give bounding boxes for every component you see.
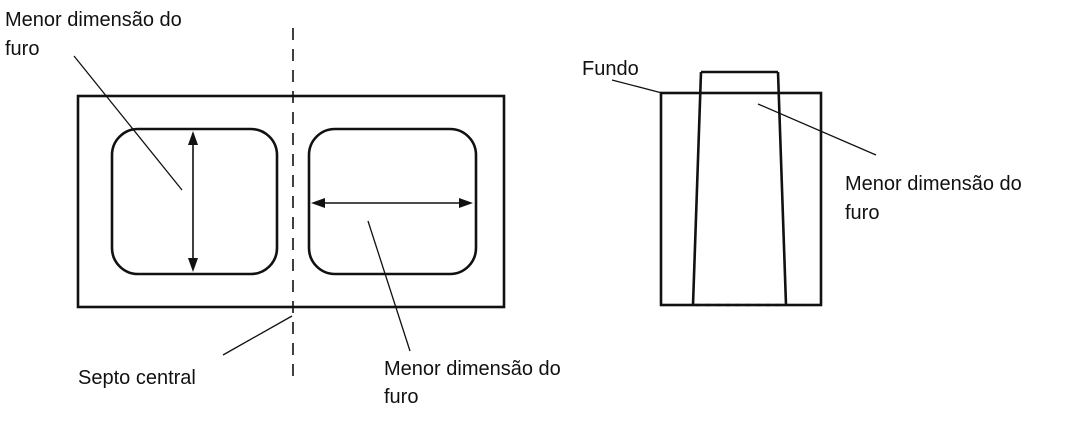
label-right-line1: Menor dimensão do xyxy=(845,173,1022,195)
front-view xyxy=(76,28,506,384)
right-hole xyxy=(307,127,478,276)
leader-top-left xyxy=(73,55,183,191)
label-bottom-line1: Menor dimensão do xyxy=(384,358,561,380)
label-top-left-line1: Menor dimensão do xyxy=(5,9,182,31)
leader-septo xyxy=(222,315,293,356)
side-view xyxy=(659,70,823,307)
left-hole xyxy=(110,127,279,276)
label-bottom-line2: furo xyxy=(384,386,418,408)
leader-bottom xyxy=(367,220,411,352)
right-hole-dimension-arrow xyxy=(311,198,473,208)
label-septo: Septo central xyxy=(78,367,196,389)
leader-fundo xyxy=(611,79,663,94)
block-outline xyxy=(76,94,506,309)
left-hole-dimension-arrow xyxy=(188,131,198,272)
label-right-line2: furo xyxy=(845,202,879,224)
hole-wall-left xyxy=(691,71,703,306)
label-top-left-line2: furo xyxy=(5,38,39,60)
leader-right xyxy=(757,103,877,156)
side-outline xyxy=(659,91,823,307)
hole-wall-right xyxy=(776,71,788,306)
label-fundo: Fundo xyxy=(582,58,639,80)
